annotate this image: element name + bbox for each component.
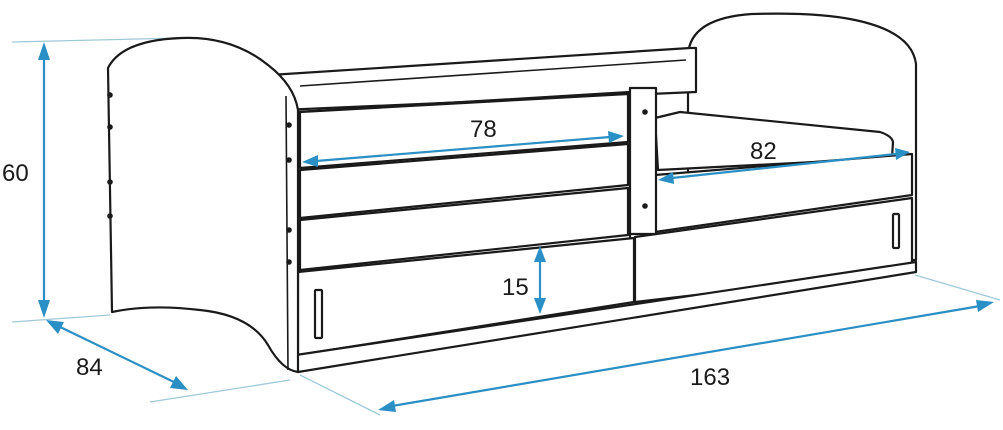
footboard-edge — [285, 95, 289, 371]
depth-arrow-start — [46, 320, 64, 334]
footboard-hole-6 — [286, 157, 292, 163]
front-rail-upper — [298, 92, 630, 170]
footboard-hole-2 — [107, 124, 113, 130]
length-label: 163 — [690, 364, 731, 391]
left-drawer-handle[interactable] — [313, 288, 324, 340]
footboard-hole-8 — [286, 259, 292, 265]
footboard-hole-5 — [286, 122, 292, 128]
extension-line-depth-front — [149, 379, 291, 403]
guard-post-hole-top — [642, 109, 648, 115]
rail-arrow-start — [302, 155, 318, 167]
footboard-hole-4 — [107, 213, 113, 219]
mattress-dimension-line — [671, 152, 897, 180]
mattress-arrow-end — [895, 148, 910, 160]
left-footboard — [106, 36, 300, 374]
length-arrow-start — [378, 400, 396, 412]
depth-dimension-line — [55, 324, 179, 385]
front-rail-middle — [298, 142, 630, 220]
depth-label: 84 — [76, 354, 103, 381]
rail-dimension-line — [315, 135, 611, 163]
mattress-arrow-start — [658, 172, 674, 184]
extension-line-front-bottom — [299, 374, 381, 416]
guard-post — [628, 86, 658, 236]
footboard-hole-7 — [286, 227, 292, 233]
front-rail-lower — [298, 186, 630, 272]
mattress-length-label: 82 — [750, 138, 777, 165]
rail-arrow-end — [608, 131, 624, 143]
guard-post-hole-bottom — [642, 203, 648, 209]
drawer-height-label: 15 — [502, 274, 529, 301]
drawer-arrow-top — [534, 246, 546, 262]
rail-length-label: 78 — [470, 116, 497, 143]
length-dimension-line — [391, 304, 981, 408]
footboard-hole-1 — [107, 92, 113, 98]
extension-line-bottom-left — [11, 314, 111, 323]
depth-arrow-end — [170, 376, 188, 390]
height-label: 60 — [2, 160, 29, 187]
height-arrow-top — [38, 42, 50, 60]
extension-line-top — [11, 37, 181, 43]
back-rail-edge — [299, 59, 687, 87]
right-drawer-handle[interactable] — [891, 212, 901, 250]
mattress — [653, 110, 895, 172]
length-arrow-end — [976, 300, 994, 312]
height-arrow-bottom — [38, 300, 50, 318]
extension-line-right-bottom — [914, 274, 1001, 301]
footboard-hole-3 — [107, 179, 113, 185]
drawer-arrow-bottom — [534, 298, 546, 314]
